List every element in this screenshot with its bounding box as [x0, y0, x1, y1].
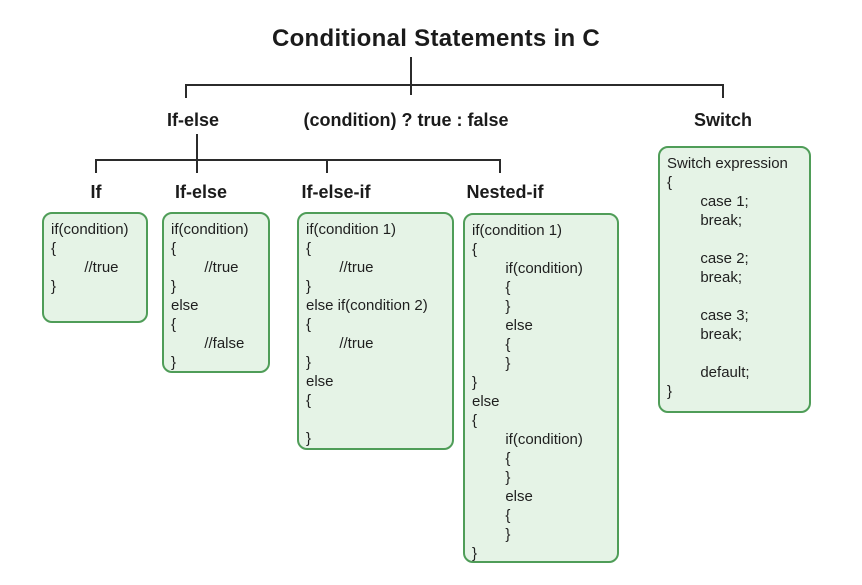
node-if-else: If-else [166, 110, 220, 130]
code-box-if-else: if(condition) { //true } else { //false … [162, 212, 270, 373]
diagram-title: Conditional Statements in C [271, 25, 601, 52]
code-box-switch: Switch expression { case 1; break; case … [658, 146, 811, 413]
node-switch: Switch [693, 110, 753, 130]
code-switch: Switch expression { case 1; break; case … [667, 155, 788, 400]
connector-level1-tick-mid [410, 84, 412, 95]
connector-level2-tick-1 [95, 159, 97, 173]
connector-level1-tick-right [722, 84, 724, 98]
connector-level2-tick-3 [326, 159, 328, 173]
node-if-else-if: If-else-if [301, 182, 371, 202]
connector-level1-tick-left [185, 84, 187, 98]
code-box-if-else-if: if(condition 1) { //true } else if(condi… [297, 212, 454, 450]
connector-level2-tick-4 [499, 159, 501, 173]
connector-ifelse-stem [196, 134, 198, 173]
code-box-nested-if: if(condition 1) { if(condition) { } else… [463, 213, 619, 563]
node-ternary: (condition) ? true : false [303, 110, 509, 130]
code-if-else-if: if(condition 1) { //true } else if(condi… [306, 221, 428, 447]
node-if-else-2: If-else [174, 182, 228, 202]
code-box-if: if(condition) { //true } [42, 212, 148, 323]
code-if-else: if(condition) { //true } else { //false … [171, 221, 249, 371]
connector-title-stem [410, 57, 412, 85]
code-nested-if: if(condition 1) { if(condition) { } else… [472, 222, 583, 562]
node-nested-if: Nested-if [466, 182, 544, 202]
node-if: If [90, 182, 102, 202]
connector-level1-bar [185, 84, 724, 86]
connector-level2-bar [95, 159, 501, 161]
code-if: if(condition) { //true } [51, 221, 129, 295]
